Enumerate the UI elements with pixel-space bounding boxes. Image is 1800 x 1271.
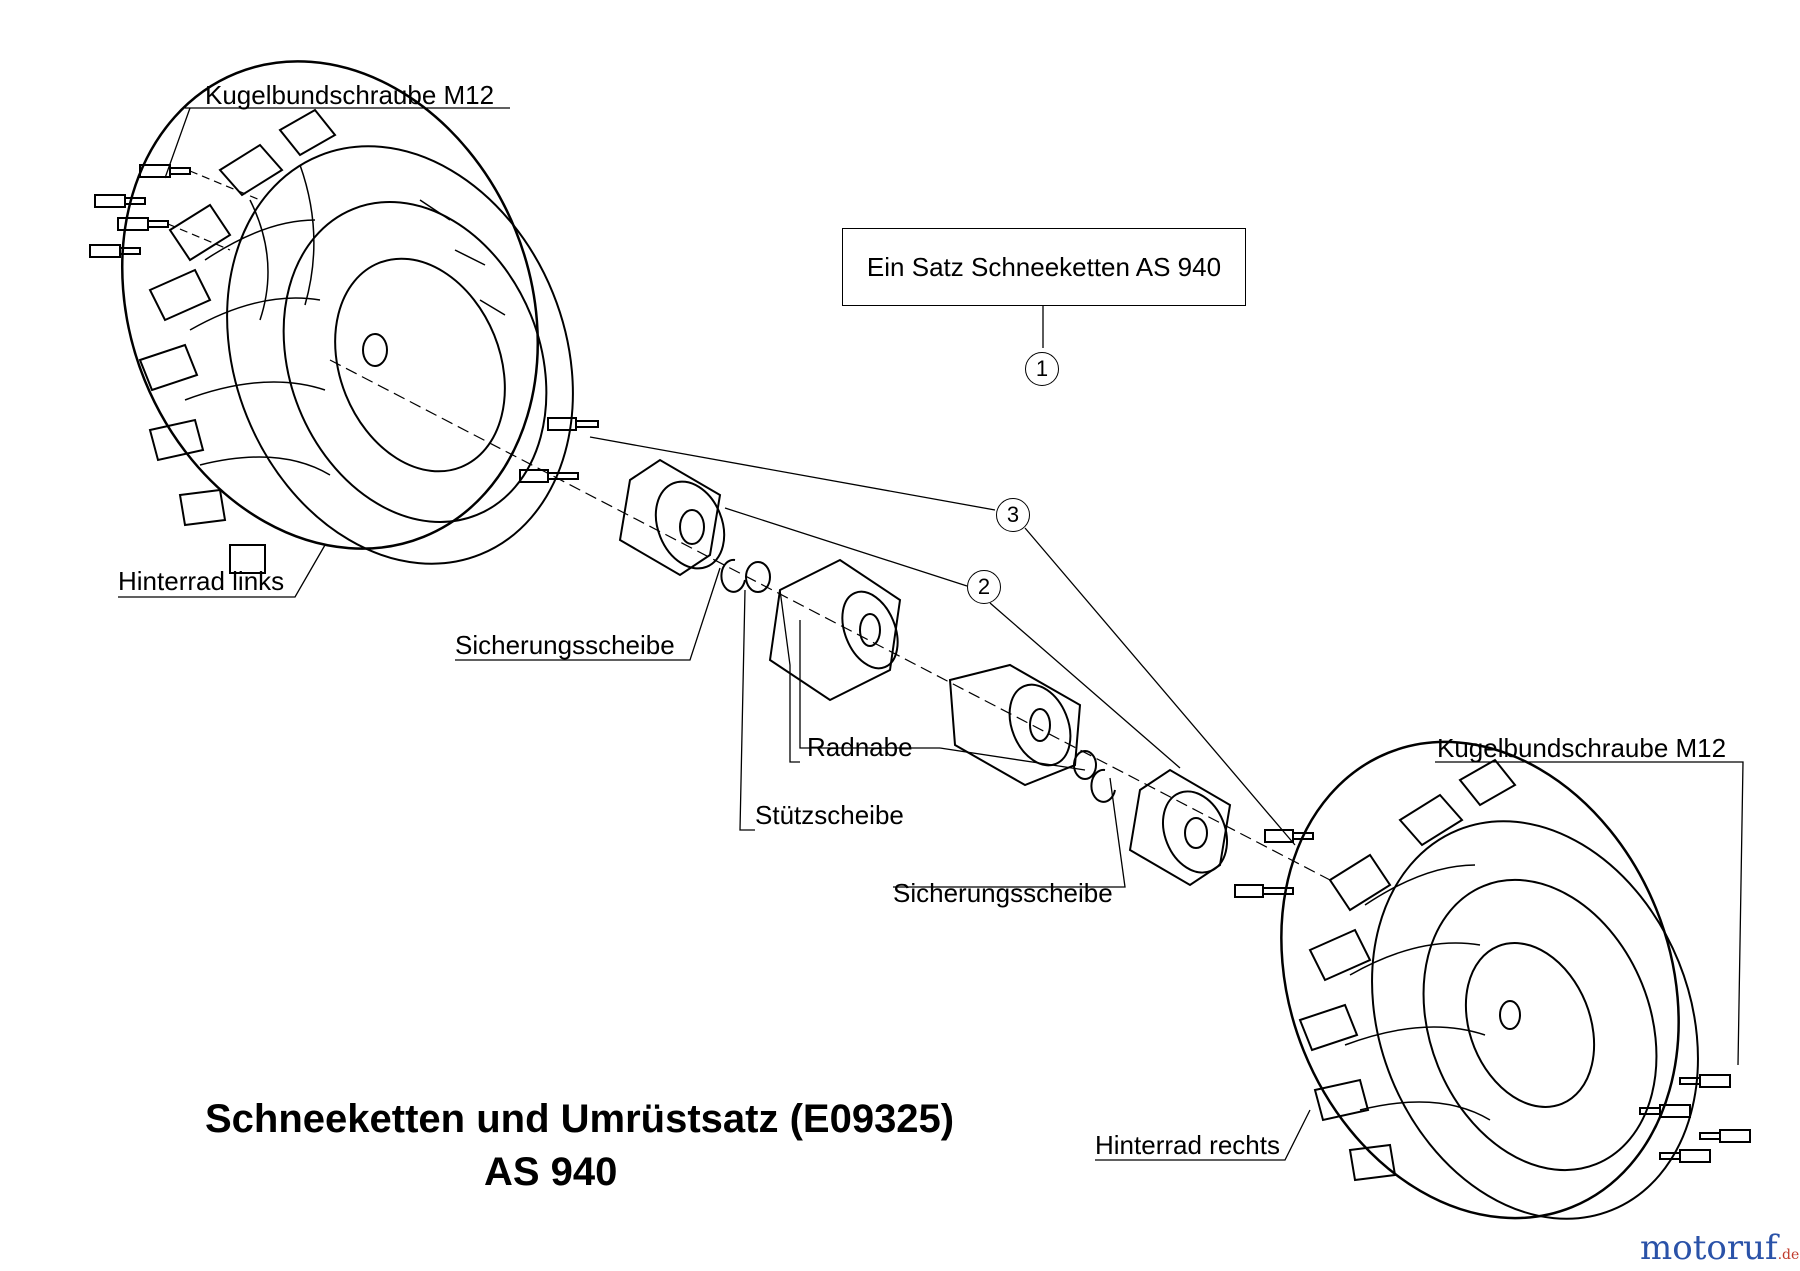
washer-left bbox=[745, 561, 771, 593]
rear-wheel-right bbox=[1280, 740, 1699, 1220]
bolts-right bbox=[1639, 1074, 1751, 1163]
label-wheel-left: Hinterrad links bbox=[118, 566, 285, 596]
circlip-left bbox=[720, 558, 746, 593]
flange-left bbox=[618, 458, 726, 577]
label-support-washer: Stützscheibe bbox=[755, 800, 904, 830]
washer-right bbox=[1073, 750, 1097, 780]
label-bolt-right: Kugelbundschraube M12 bbox=[1437, 733, 1727, 763]
kit-box: Ein Satz Schneeketten AS 940 bbox=[842, 228, 1246, 306]
callout-1: 1 bbox=[1025, 352, 1059, 386]
label-wheel-right: Hinterrad rechts bbox=[1095, 1130, 1280, 1160]
label-circlip-left: Sicherungsscheibe bbox=[455, 630, 675, 660]
label-bolt-left: Kugelbundschraube M12 bbox=[205, 80, 495, 110]
callout-2: 2 bbox=[967, 570, 1001, 604]
drawing-title-line1: Schneeketten und Umrüstsatz (E09325) bbox=[205, 1097, 955, 1141]
leader-lines bbox=[118, 107, 1744, 1161]
watermark-brand: motoruf bbox=[1640, 1228, 1778, 1268]
drawing-title-line2: AS 940 bbox=[484, 1150, 618, 1194]
callout-3: 3 bbox=[996, 498, 1030, 532]
rear-wheel-left bbox=[121, 60, 574, 574]
label-circlip-right: Sicherungsscheibe bbox=[893, 878, 1113, 908]
bolts-center-left bbox=[519, 417, 599, 483]
flange-right bbox=[1128, 768, 1232, 887]
watermark-logo: motoruf.de bbox=[1640, 1228, 1799, 1268]
bolts-left bbox=[89, 164, 261, 258]
wheel-hub-left bbox=[768, 558, 902, 702]
watermark-tld: .de bbox=[1777, 1247, 1800, 1263]
label-hub: Radnabe bbox=[807, 732, 913, 762]
circlip-right bbox=[1090, 768, 1116, 803]
kit-box-text: Ein Satz Schneeketten AS 940 bbox=[866, 251, 1222, 282]
assembly-axis-line bbox=[329, 359, 1331, 881]
